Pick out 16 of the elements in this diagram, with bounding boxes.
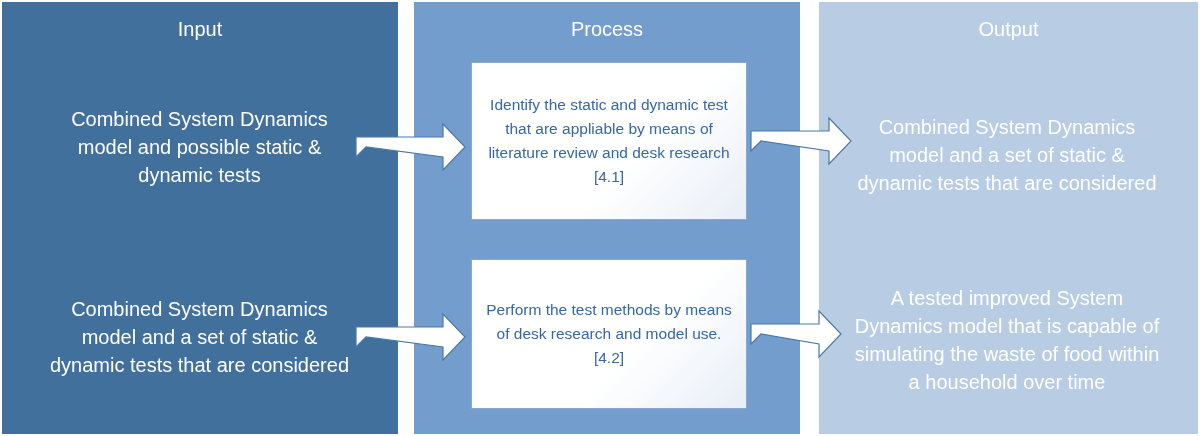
process-box: Identify the static and dynamic test that are appliable by means of literature review and desk research [4.1] [471, 62, 747, 220]
block-arrow [750, 116, 852, 166]
process-box: Perform the test methods by means of desk research and model use. [4.2] [471, 259, 747, 409]
process-column-panel [414, 2, 800, 434]
block-arrow [750, 309, 842, 359]
block-arrow [355, 312, 466, 362]
input-column-panel [2, 2, 398, 434]
column-heading: Output [977, 18, 1040, 41]
output-text: Combined System Dynamics model and a set of static & dynamic tests that are considered [857, 90, 1157, 220]
input-text: Combined System Dynamics model and a set of static & dynamic tests that are considered [47, 272, 352, 402]
column-heading: Input [176, 18, 224, 41]
output-column-panel [819, 2, 1198, 434]
output-text: A tested improved System Dynamics model that is capable of simulating the waste of food within a household over time [847, 257, 1167, 422]
input-text: Combined System Dynamics model and possible static & dynamic tests [47, 97, 352, 197]
column-heading: Process [569, 18, 645, 41]
block-arrow [355, 122, 466, 172]
